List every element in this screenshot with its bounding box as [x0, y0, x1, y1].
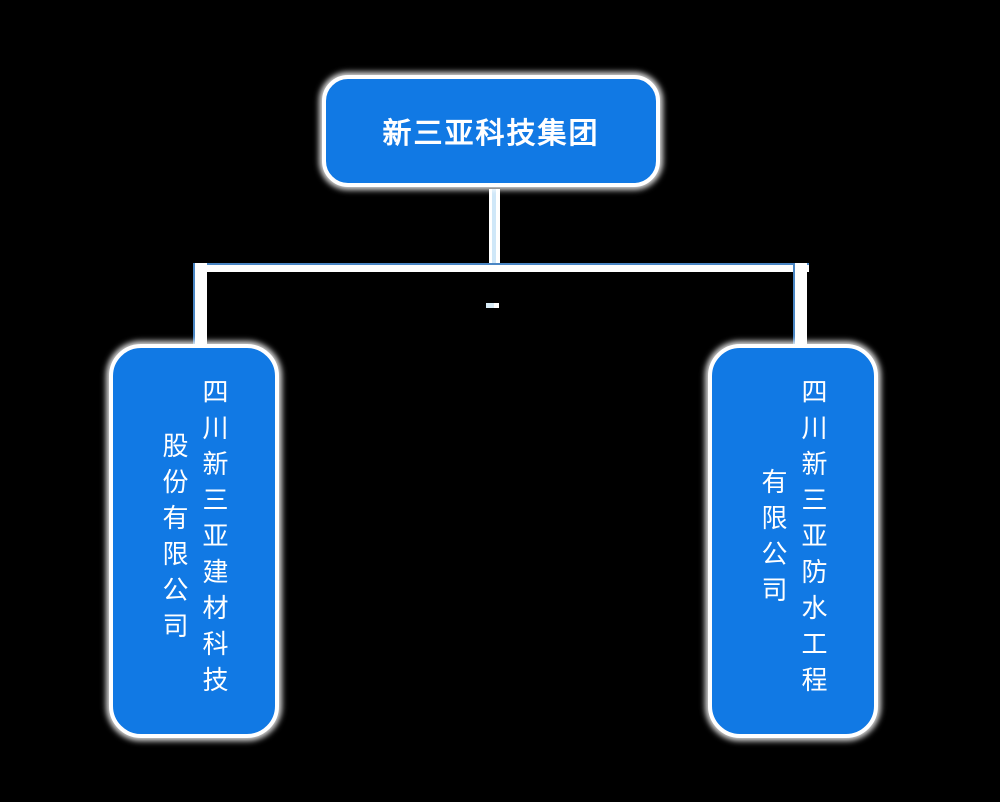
org-node-child-left[interactable]: 四川新三亚建材科技股份有限公司 [109, 344, 279, 738]
connector-drop-left [193, 263, 207, 351]
connector-dot-artifact [486, 303, 499, 308]
org-node-child-right-label: 四川新三亚防水工程有限公司 [758, 378, 828, 702]
connector-drop-right [793, 263, 807, 351]
connector-root-stem [489, 189, 500, 265]
org-node-child-right[interactable]: 四川新三亚防水工程有限公司 [708, 344, 878, 738]
connector-horizontal-bar [193, 263, 809, 272]
org-node-child-left-label: 四川新三亚建材科技股份有限公司 [159, 378, 229, 702]
org-node-root[interactable]: 新三亚科技集团 [322, 75, 660, 187]
org-node-root-label: 新三亚科技集团 [382, 118, 600, 150]
